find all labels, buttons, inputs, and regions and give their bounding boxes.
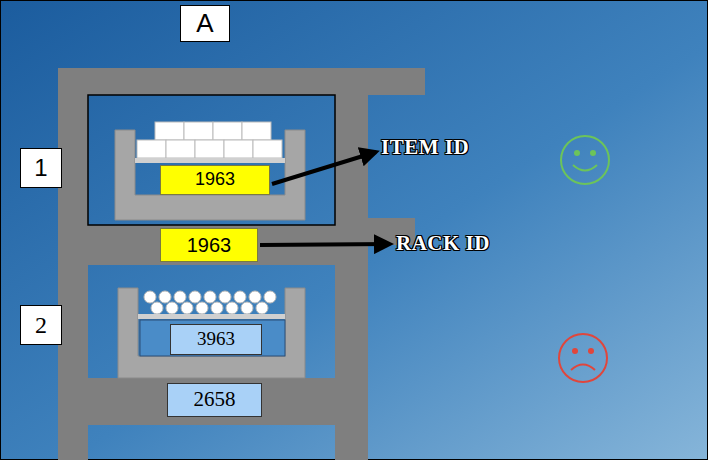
node-text: 2 [35, 312, 47, 338]
sad-face [559, 334, 607, 382]
box-item [184, 122, 213, 140]
round-item [196, 302, 208, 314]
round-item [256, 302, 268, 314]
section-letter-box: A [180, 5, 230, 42]
box-item [155, 122, 184, 140]
tray-inner [140, 320, 285, 356]
round-item [144, 291, 156, 303]
happy-face [561, 136, 609, 184]
face-eye [572, 348, 578, 354]
tray [115, 130, 305, 220]
rack-id-label: 2658 [167, 383, 262, 417]
node-text: A [196, 9, 213, 38]
box-item [137, 140, 166, 158]
leader-arrow [272, 152, 376, 184]
callout-label: RACK ID [396, 231, 490, 256]
tray-plate [135, 158, 285, 163]
node-text: 1963 [195, 170, 235, 190]
rack-shelf-bar [58, 378, 368, 425]
round-item [234, 291, 246, 303]
round-item [174, 291, 186, 303]
leader-arrow [260, 244, 390, 245]
node-text: 2658 [194, 388, 236, 411]
round-item [166, 302, 178, 314]
round-item [159, 291, 171, 303]
face-eye [590, 150, 596, 156]
tray [118, 288, 305, 378]
round-item [151, 302, 163, 314]
callout-label: ITEM ID [381, 135, 469, 160]
box-item [242, 122, 271, 140]
shelf-outline [88, 95, 335, 225]
shelf-number-box: 2 [20, 305, 62, 345]
node-text: 1 [34, 155, 47, 181]
item-id-label: 3963 [170, 324, 262, 355]
round-item [226, 302, 238, 314]
tray-plate [138, 314, 285, 319]
box-item [224, 140, 253, 158]
face-mouth [573, 165, 597, 171]
box-item [166, 140, 195, 158]
round-item [241, 302, 253, 314]
shelf-number-box: 1 [20, 148, 62, 188]
round-item [264, 291, 276, 303]
box-item [253, 140, 282, 158]
round-item [249, 291, 261, 303]
face-outline [559, 334, 607, 382]
face-eye [574, 150, 580, 156]
round-item [211, 302, 223, 314]
node-text: 1963 [187, 234, 232, 256]
round-item [219, 291, 231, 303]
round-item [181, 302, 193, 314]
box-item [213, 122, 242, 140]
rack-id-label: 1963 [160, 228, 258, 262]
box-item [195, 140, 224, 158]
item-id-label: 1963 [160, 165, 270, 195]
rack-top-bar [58, 68, 425, 95]
node-text: 3963 [197, 329, 235, 350]
face-mouth [571, 365, 595, 371]
face-outline [561, 136, 609, 184]
face-eye [588, 348, 594, 354]
round-item [189, 291, 201, 303]
round-item [204, 291, 216, 303]
